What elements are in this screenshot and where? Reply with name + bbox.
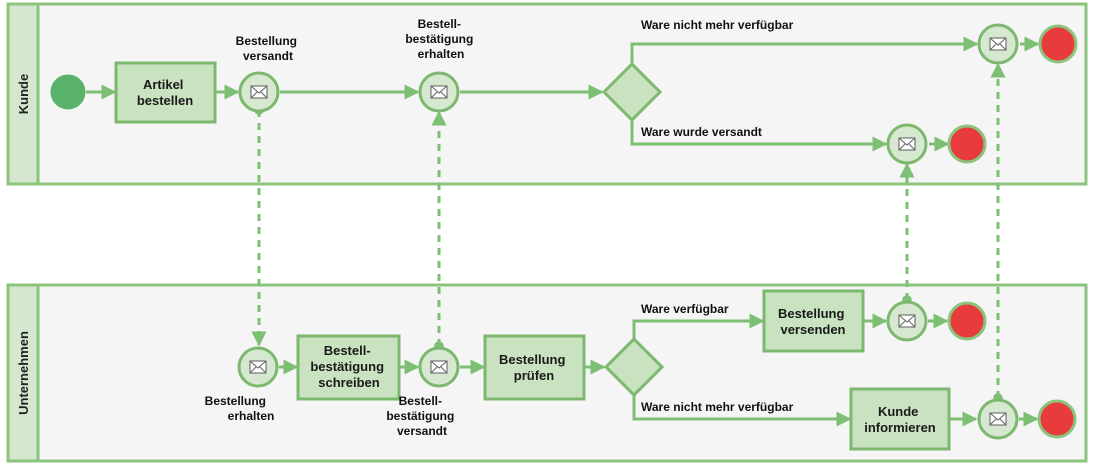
label-ware-nicht-verfuegbar-bottom: Ware nicht mehr verfügbar [641,400,794,414]
svg-text:Artikel bestellen: Artikel bestellen [137,77,193,108]
envelope-icon [989,37,1007,51]
label-bestellbestaetigung-versandt: Bestell- bestätigung versandt [386,394,457,438]
task-line: Kunde [878,404,918,419]
event-bestellbestaetigung-versandt [418,346,460,388]
task-bestellung-versenden: Bestellung versenden [762,289,865,353]
envelope-icon [898,314,916,328]
task-line: informieren [864,420,936,435]
label-ware-nicht-verfuegbar-top: Ware nicht mehr verfügbar [641,18,794,32]
svg-text:Bestellung prüfen: Bestellung prüfen [499,352,569,383]
lane-title-unternehmen: Unternehmen [16,331,31,415]
label-ware-wurde-versandt: Ware wurde versandt [641,125,762,139]
event-bestellung-erhalten [237,346,279,388]
label-bestellung-versandt: Bestellung versandt [236,34,301,63]
envelope-icon [989,412,1007,426]
svg-text:Bestell- bestätigung: Bestell- bestätigung schreiben [310,343,387,390]
label-bestellung-erhalten: Bestellung erhalten [205,394,275,423]
task-line: Bestellung [778,306,845,321]
end-event [1037,399,1077,439]
envelope-icon [898,137,916,151]
lane-title-kunde: Kunde [16,74,31,114]
event-bestellung-versandt [238,71,280,113]
task-line: bestätigung [310,359,384,374]
task-bestellung-pruefen: Bestellung prüfen [483,334,586,401]
label-bestellbestaetigung-erhalten: Bestell- bestätigung erhalten [405,17,476,61]
task-bestellbestaetigung-schreiben: Bestell- bestätigung schreiben [296,334,401,401]
start-event [50,74,86,110]
end-event [1038,24,1078,64]
task-line: prüfen [514,368,555,383]
task-line: Bestell- [324,343,371,358]
event-bestellung-versendet [886,300,928,342]
message-flows [251,62,1006,403]
task-line: Artikel [143,77,183,92]
task-line: versenden [780,322,845,337]
sequence-flows-unternehmen [279,313,1039,427]
task-kunde-informieren: Kunde informieren [849,387,951,451]
event-ware-nicht-verfuegbar-kunde [977,23,1019,65]
svg-text:Bestellung versenden: Bestellung versenden [778,306,848,337]
event-bestellbestaetigung-erhalten [418,71,460,113]
sequence-flows-kunde [86,36,1040,152]
svg-text:Kunde informieren: Kunde informieren [864,404,936,435]
task-line: bestellen [137,93,193,108]
event-kunde-informiert [977,398,1019,440]
task-artikel-bestellen: Artikel bestellen [114,61,217,124]
event-ware-versandt-kunde [886,123,928,165]
gateway-kunde [601,61,663,123]
label-ware-verfuegbar: Ware verfügbar [641,302,729,316]
end-event [947,301,987,341]
envelope-icon [430,85,448,99]
task-line: Bestellung [499,352,566,367]
task-line: schreiben [318,375,379,390]
gateway-unternehmen [603,336,665,398]
envelope-icon [430,360,448,374]
end-event [947,124,987,164]
envelope-icon [249,360,267,374]
envelope-icon [250,85,268,99]
